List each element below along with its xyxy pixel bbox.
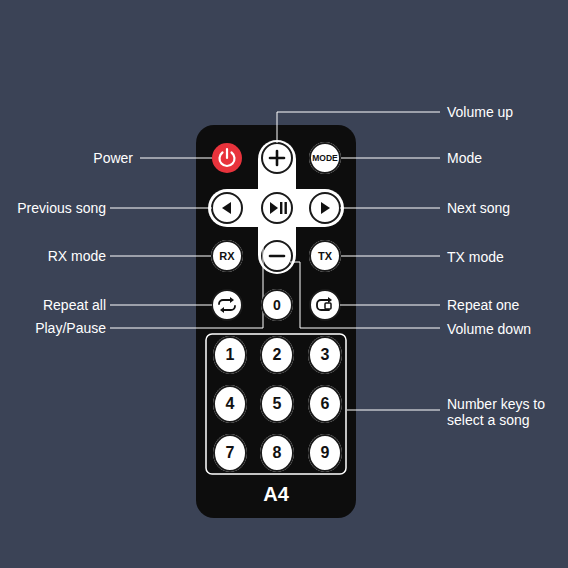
callout-label: Play/Pause <box>35 320 106 336</box>
button-label: TX <box>318 250 332 262</box>
remote-body <box>196 125 356 518</box>
model-name: A4 <box>263 482 289 506</box>
remote-button: 7 <box>213 434 247 472</box>
remote-button: 9 <box>308 434 342 472</box>
leader-lines <box>110 112 440 410</box>
power-button <box>212 143 242 173</box>
callout-label: Next song <box>447 200 510 216</box>
number-panel <box>206 334 346 474</box>
button-label: RX <box>219 250 234 262</box>
button-label: 9 <box>321 444 330 462</box>
callout-label: Power <box>93 150 133 166</box>
callout-label: Repeat all <box>43 297 106 313</box>
remote-button: 6 <box>308 385 342 423</box>
remote-button: RX <box>211 240 243 272</box>
button-label: 3 <box>321 346 330 364</box>
remote-button: 0 <box>261 289 293 321</box>
button-label: 5 <box>273 395 282 413</box>
button-label: 7 <box>226 444 235 462</box>
callout-label: RX mode <box>48 248 106 264</box>
remote-button: 2 <box>260 336 294 374</box>
remote-control: A4 MODE RX TX 0 1 2 3 4 5 6 7 8 9 <box>196 125 356 518</box>
callout-label: TX mode <box>447 249 504 265</box>
remote-button: TX <box>309 240 341 272</box>
callout-label: Mode <box>447 150 482 166</box>
callout-label: Previous song <box>17 200 106 216</box>
button-label: 0 <box>273 297 281 313</box>
remote-button: 5 <box>260 385 294 423</box>
callout-label: Repeat one <box>447 297 519 313</box>
remote-button: 4 <box>213 385 247 423</box>
remote-button: MODE <box>309 142 341 174</box>
remote-button: 1 <box>213 336 247 374</box>
callout-label: Volume up <box>447 104 513 120</box>
button-label: 8 <box>273 444 282 462</box>
remote-button: 3 <box>308 336 342 374</box>
callout-label: Volume down <box>447 321 531 337</box>
dpad-buttons <box>212 143 340 271</box>
d-pad <box>208 140 344 274</box>
button-label: 2 <box>273 346 282 364</box>
button-label: MODE <box>312 153 338 163</box>
callout-label: Number keys to select a song <box>447 396 559 428</box>
remote-button: 8 <box>260 434 294 472</box>
button-label: 6 <box>321 395 330 413</box>
button-label: 4 <box>226 395 235 413</box>
button-label: 1 <box>226 346 235 364</box>
